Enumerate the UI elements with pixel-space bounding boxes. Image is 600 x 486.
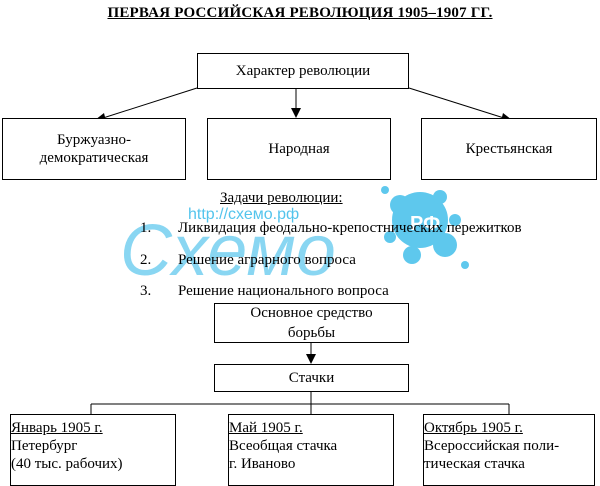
task-number: 2. bbox=[140, 252, 152, 268]
event-line: Всероссийская поли- bbox=[424, 438, 560, 454]
event-date: Май 1905 г. bbox=[229, 420, 303, 436]
event-date: Январь 1905 г. bbox=[11, 420, 103, 436]
character-box: Характер революции bbox=[197, 53, 409, 89]
task-item: 3. Решение национального вопроса bbox=[140, 283, 389, 300]
event-box-october: Октябрь 1905 г. Всероссийская поли- тиче… bbox=[423, 414, 595, 486]
strikes-label: Стачки bbox=[288, 370, 335, 386]
strikes-box: Стачки bbox=[214, 364, 409, 392]
task-text: Решение национального вопроса bbox=[178, 283, 389, 299]
type-label-1b: демократическая bbox=[39, 150, 149, 166]
event-line: тическая стачка bbox=[424, 456, 525, 472]
type-label-3: Крестьянская bbox=[465, 141, 553, 157]
event-box-may: Май 1905 г. Всеобщая стачка г. Иваново bbox=[228, 414, 394, 486]
means-box: Основное средство борьбы bbox=[214, 303, 409, 343]
type-label-1a: Буржуазно- bbox=[56, 132, 131, 148]
type-box-popular: Народная bbox=[207, 118, 391, 180]
event-line: Петербург bbox=[11, 438, 78, 454]
task-number: 1. bbox=[140, 220, 152, 236]
means-label-2: борьбы bbox=[287, 325, 336, 341]
event-line: г. Иваново bbox=[229, 456, 296, 472]
tasks-title: Задачи революции: bbox=[220, 190, 343, 206]
task-item: 1. Ликвидация феодально-крепостнических п… bbox=[140, 220, 522, 237]
task-item: 2. Решение аграрного вопроса bbox=[140, 252, 356, 269]
event-line: (40 тыс. рабочих) bbox=[11, 456, 123, 472]
task-number: 3. bbox=[140, 283, 152, 299]
event-line: Всеобщая стачка bbox=[229, 438, 338, 454]
event-box-january: Январь 1905 г. Петербург (40 тыс. рабочи… bbox=[10, 414, 176, 486]
type-box-peasant: Крестьянская bbox=[421, 118, 597, 180]
task-text: Решение аграрного вопроса bbox=[178, 252, 356, 268]
diagram-title: ПЕРВАЯ РОССИЙСКАЯ РЕВОЛЮЦИЯ 1905–1907 ГГ… bbox=[107, 5, 493, 21]
means-label-1: Основное средство bbox=[250, 305, 373, 321]
type-box-bourgeois: Буржуазно- демократическая bbox=[2, 118, 186, 180]
character-label: Характер революции bbox=[235, 63, 371, 79]
task-text: Ликвидация феодально-крепостнических пер… bbox=[178, 220, 522, 236]
type-label-2: Народная bbox=[268, 141, 330, 157]
event-date: Октябрь 1905 г. bbox=[424, 420, 523, 436]
